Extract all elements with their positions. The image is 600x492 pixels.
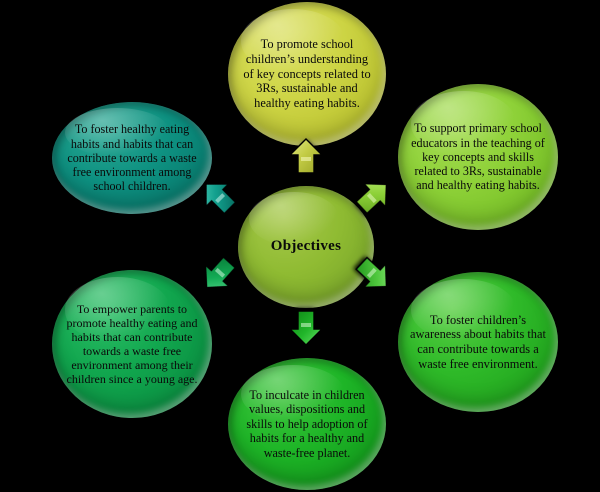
objective-node-top-right[interactable]: To support primary school educators in t… xyxy=(398,84,558,230)
objective-node-top-text: To promote school children’s understandi… xyxy=(243,37,371,110)
objective-node-top-right-text: To support primary school educators in t… xyxy=(411,121,545,193)
objectives-center-label: Objectives xyxy=(270,238,342,255)
arrow-down-left-icon xyxy=(193,250,242,300)
objectives-center-node[interactable]: Objectives xyxy=(238,186,374,308)
objective-node-top-left[interactable]: To foster healthy eating habits and habi… xyxy=(52,102,212,214)
arrow-up-left-icon xyxy=(193,171,242,220)
objective-node-bottom-left[interactable]: To empower parents to promote healthy ea… xyxy=(52,270,212,418)
objective-node-bottom-left-text: To empower parents to promote healthy ea… xyxy=(66,301,198,387)
objective-node-bottom-right-text: To foster children’s awareness about hab… xyxy=(410,312,546,371)
objective-node-bottom-text: To inculcate in children values, disposi… xyxy=(246,388,368,460)
objective-node-bottom[interactable]: To inculcate in children values, disposi… xyxy=(228,358,386,490)
objective-node-bottom-right[interactable]: To foster children’s awareness about hab… xyxy=(398,272,558,412)
objective-node-top-left-text: To foster healthy eating habits and habi… xyxy=(67,122,197,194)
arrow-down-icon xyxy=(289,310,323,346)
objective-node-top[interactable]: To promote school children’s understandi… xyxy=(228,2,386,146)
arrow-up-icon xyxy=(289,138,323,174)
arrow-up-right-icon xyxy=(349,171,399,220)
arrow-down-right-icon xyxy=(349,250,399,299)
